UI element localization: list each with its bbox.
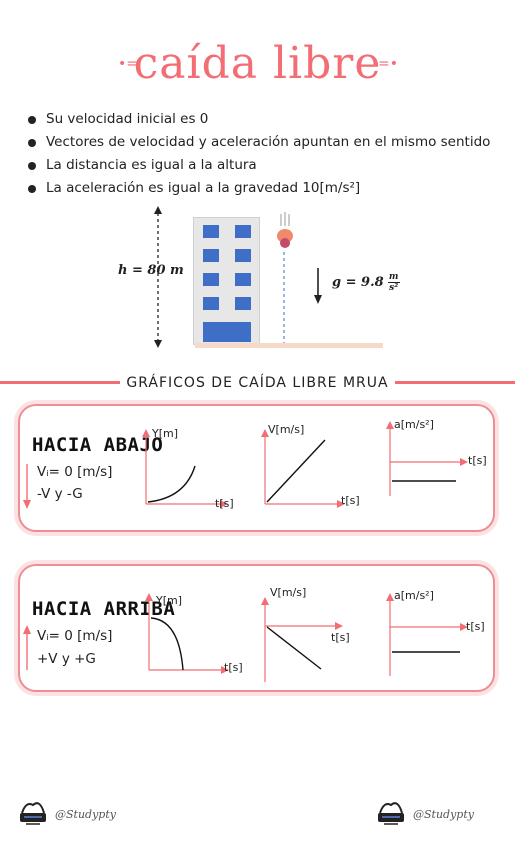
footer-handle-left: @Studypty [55, 808, 116, 821]
sign-convention: +V y +G [37, 651, 96, 667]
building-window [235, 297, 251, 310]
card-title: HACIA ARRIBA [32, 598, 176, 620]
gravity-value: g = 9.8 [332, 275, 384, 290]
direction-down-arrow-icon [23, 464, 31, 509]
building-illustration [193, 217, 260, 345]
page-title: caída libre [133, 38, 382, 89]
card-title: HACIA ABAJO [32, 434, 164, 456]
studypty-logo-icon [20, 802, 46, 825]
gravity-arrow-icon [314, 268, 322, 304]
section-divider-right [372, 381, 515, 384]
card-hacia-abajo [18, 404, 495, 532]
initial-velocity: Vᵢ= 0 [m/s] [37, 628, 113, 644]
title-decoration-left-icon: •= [118, 56, 138, 72]
height-label: h = 80 m [118, 263, 184, 278]
property-list: Su velocidad inicial es 0 Vectores de ve… [28, 108, 490, 200]
section-divider-left [0, 381, 140, 384]
gravity-unit: m s² [387, 272, 400, 293]
gravity-label: g = 9.8 m s² [332, 272, 400, 293]
building-window [203, 225, 219, 238]
height-arrow-icon [154, 206, 162, 348]
list-item: Su velocidad inicial es 0 [28, 108, 490, 131]
axis-label-x: t[s] [215, 497, 234, 510]
axis-label-x: t[s] [331, 631, 350, 644]
building-window [235, 273, 251, 286]
axis-label-y: V[m/s] [270, 586, 307, 599]
direction-up-arrow-icon [23, 625, 31, 670]
axis-label-x: t[s] [466, 620, 485, 633]
building-window [203, 297, 219, 310]
building-window [203, 249, 219, 262]
axis-label-y: Y[m] [152, 427, 179, 440]
footer-handle-right: @Studypty [413, 808, 474, 821]
graph-position-up [145, 593, 229, 674]
axis-label-x: t[s] [224, 661, 243, 674]
graph-acceleration-down [386, 421, 468, 496]
graph-velocity-up [261, 597, 343, 682]
graph-position-down [142, 429, 228, 508]
building-window [235, 249, 251, 262]
graph-acceleration-up [386, 593, 468, 676]
axis-label-y: a[m/s²] [394, 589, 434, 602]
ground [195, 343, 383, 348]
axis-label-x: t[s] [468, 454, 487, 467]
sign-convention: -V y -G [37, 486, 83, 502]
list-item: Vectores de velocidad y aceleración apun… [28, 131, 490, 154]
axis-label-y: a[m/s²] [394, 418, 434, 431]
building-door [203, 322, 251, 342]
section-title: GRÁFICOS DE CAÍDA LIBRE MRUA [0, 375, 515, 391]
axis-label-y: V[m/s] [268, 423, 305, 436]
list-item: La distancia es igual a la altura [28, 154, 490, 177]
axis-label-y: Y[m] [156, 594, 183, 607]
graph-velocity-down [261, 429, 345, 508]
building-window [203, 273, 219, 286]
axis-label-x: t[s] [341, 494, 360, 507]
studypty-logo-icon [378, 802, 404, 825]
falling-person-icon [277, 212, 293, 343]
building-window [235, 225, 251, 238]
initial-velocity: Vᵢ= 0 [m/s] [37, 464, 113, 480]
card-hacia-arriba [18, 564, 495, 692]
title-decoration-right-icon: =• [378, 56, 398, 72]
list-item: La aceleración es igual a la gravedad 10… [28, 177, 490, 200]
